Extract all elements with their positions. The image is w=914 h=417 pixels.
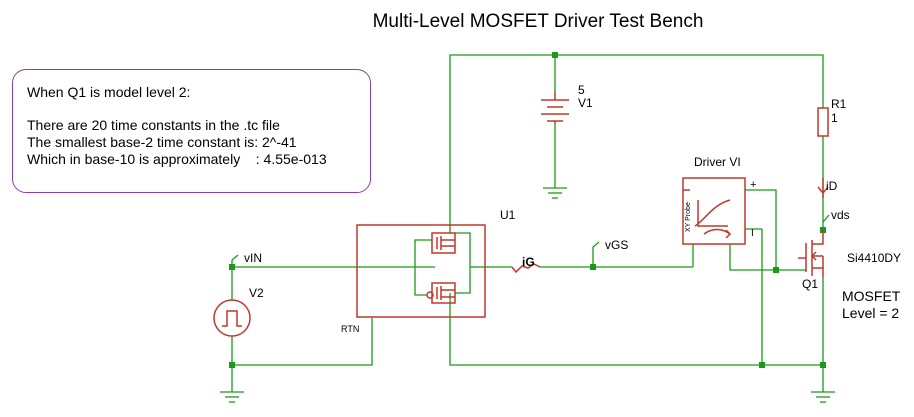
ground-icon-q1	[811, 391, 835, 403]
v2-label: V2	[249, 286, 264, 300]
ig-current-probe-icon	[511, 263, 541, 274]
ground-icon-v2	[220, 391, 244, 403]
vds-stub	[822, 214, 830, 223]
ig-net-label: iG	[522, 255, 535, 269]
probe-plus-label: +	[750, 179, 756, 191]
mosfet-label: MOSFET	[842, 288, 901, 304]
driver-vi-label: Driver VI	[694, 155, 741, 169]
rtn-label: RTN	[341, 324, 359, 334]
note-line-3: Which in base-10 is approximately : 4.55…	[27, 151, 327, 167]
r1-resistor-icon	[817, 107, 829, 137]
q1-label: Q1	[802, 277, 818, 291]
note-line-1: There are 20 time constants in the .tc f…	[27, 117, 280, 133]
note-line-2: The smallest base-2 time constant is: 2^…	[27, 134, 297, 150]
vgs-stub	[592, 241, 600, 267]
diagram-title: Multi-Level MOSFET Driver Test Bench	[373, 11, 704, 32]
wire-bottom-rail	[449, 277, 824, 366]
ground-icon-v1	[543, 187, 567, 199]
r1-label: R1	[831, 97, 847, 111]
vds-net-label: vds	[831, 208, 850, 222]
u1-driver-box	[356, 224, 486, 318]
vin-net-label: vIN	[244, 251, 262, 265]
u1-label: U1	[500, 208, 516, 222]
note-heading: When Q1 is model level 2:	[27, 84, 191, 100]
xy-probe-box	[682, 177, 746, 245]
vgs-net-label: vGS	[605, 238, 628, 252]
u1-transistor-icons	[426, 232, 456, 304]
wire-rtn	[232, 318, 373, 366]
v1-label: V1	[578, 96, 593, 110]
q1-model-label: Si4410DY	[847, 251, 901, 265]
q1-mosfet-icon	[798, 230, 824, 277]
id-net-label: iD	[826, 179, 838, 193]
probe-minus-label: I	[751, 228, 754, 239]
v1-value-label: 5	[578, 83, 585, 97]
ground-symbols	[220, 187, 835, 403]
wire-probe-plus	[745, 189, 777, 270]
annotation-note: When Q1 is model level 2: There are 20 t…	[12, 69, 371, 193]
mosfet-level-label: Level = 2	[842, 305, 899, 321]
xy-probe-label: XY Probe	[685, 202, 692, 232]
v1-battery-icon	[541, 92, 569, 124]
wire-top-rail	[449, 54, 824, 229]
r1-value-label: 1	[831, 111, 838, 125]
id-arrow-icon	[817, 178, 829, 198]
v2-pulse-source-icon	[213, 299, 251, 337]
